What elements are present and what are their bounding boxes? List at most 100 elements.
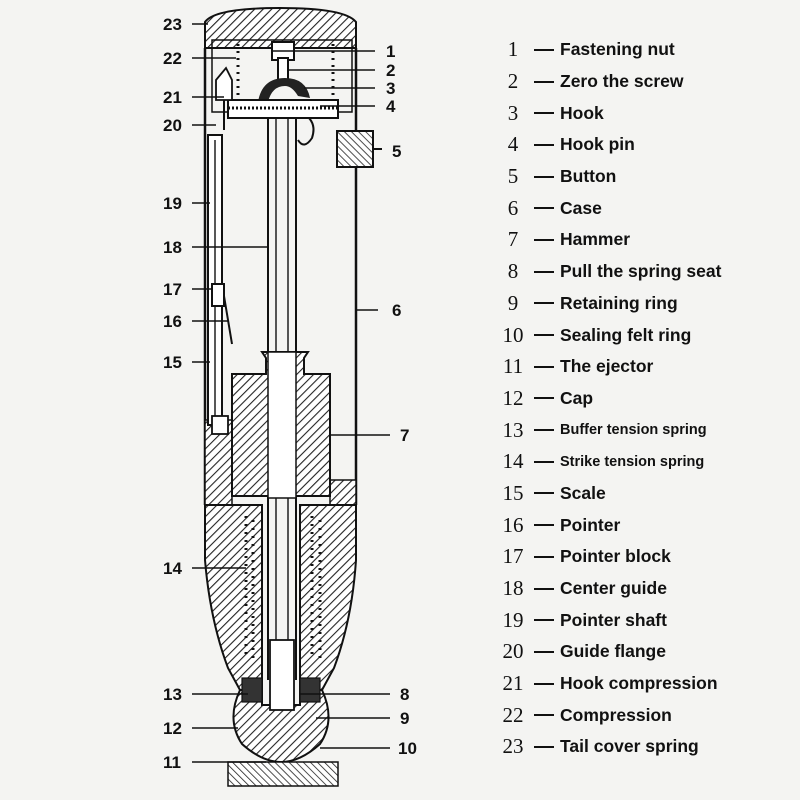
legend-dash	[534, 365, 554, 368]
callout-10: 10	[398, 739, 417, 758]
legend-label: Buffer tension spring	[560, 422, 707, 439]
legend-label: Hook pin	[560, 134, 635, 155]
callout-20: 20	[163, 116, 182, 135]
legend-dash	[534, 745, 554, 748]
callout-23: 23	[163, 15, 182, 34]
legend-label: Pointer shaft	[560, 609, 667, 630]
legend-label: Tail cover spring	[560, 736, 699, 757]
legend-number: 6	[507, 195, 519, 220]
legend-number: 23	[502, 734, 524, 759]
callout-labels: 23 22 21 20 19 18 17 16 15 14 13 12 11 1…	[163, 15, 417, 772]
legend-label: Hammer	[560, 229, 631, 250]
legend-number: 7	[507, 227, 519, 252]
legend-item: 18 Center guide	[496, 573, 796, 605]
legend-label: Pointer block	[560, 546, 671, 567]
callout-19: 19	[163, 194, 182, 213]
legend-dash	[534, 143, 554, 146]
legend-dash	[534, 48, 554, 51]
legend-item: 7 Hammer	[496, 224, 796, 256]
legend-label: Hook	[560, 102, 604, 123]
leader-lines	[192, 23, 390, 763]
callout-15: 15	[163, 353, 182, 372]
legend-item: 5 Button	[496, 161, 796, 193]
legend-item: 19 Pointer shaft	[496, 604, 796, 636]
legend-label: The ejector	[560, 356, 654, 377]
legend-label: Strike tension spring	[560, 453, 705, 470]
legend-number: 12	[502, 385, 524, 410]
legend-label: Button	[560, 166, 617, 187]
hammer	[231, 351, 331, 499]
legend-number: 9	[507, 290, 519, 315]
legend-number: 18	[502, 576, 524, 601]
callout-3: 3	[386, 79, 395, 98]
callout-11: 11	[163, 753, 181, 772]
legend-label: Guide flange	[560, 641, 666, 662]
legend-number: 10	[502, 322, 524, 347]
callout-8: 8	[400, 685, 409, 704]
legend-dash	[534, 302, 554, 305]
legend-dash	[534, 429, 554, 432]
legend-dash	[534, 238, 554, 241]
legend-dash	[534, 524, 554, 527]
legend-number: 13	[502, 417, 524, 442]
legend-dash	[534, 650, 554, 653]
legend-item: 23 Tail cover spring	[496, 731, 796, 763]
legend-dash	[534, 270, 554, 273]
strike-spring	[244, 516, 322, 660]
legend-item: 3 Hook	[496, 97, 796, 129]
legend-dash	[534, 112, 554, 115]
pointer-assembly	[207, 134, 233, 435]
legend-number: 19	[502, 607, 524, 632]
legend-number: 2	[507, 69, 519, 94]
legend-item: 14 Strike tension spring	[496, 446, 796, 478]
callout-21: 21	[163, 88, 182, 107]
legend-number: 8	[507, 259, 519, 284]
legend-label: Retaining ring	[560, 292, 678, 313]
legend-label: Compression	[560, 704, 672, 725]
callout-5: 5	[392, 142, 401, 161]
legend-dash	[534, 619, 554, 622]
callout-12: 12	[163, 719, 182, 738]
legend-number: 3	[507, 100, 519, 125]
legend-number: 15	[502, 480, 524, 505]
callout-6: 6	[392, 301, 401, 320]
legend-number: 16	[502, 512, 524, 537]
legend-number: 11	[502, 354, 524, 379]
legend-dash	[534, 555, 554, 558]
legend-dash	[534, 397, 554, 400]
legend-number: 22	[502, 702, 524, 727]
callout-22: 22	[163, 49, 182, 68]
legend-item: 9 Retaining ring	[496, 288, 796, 320]
callout-17: 17	[163, 280, 182, 299]
legend-item: 13 Buffer tension spring	[496, 414, 796, 446]
legend-label: Zero the screw	[560, 71, 684, 92]
legend-item: 6 Case	[496, 192, 796, 224]
legend-dash	[534, 492, 554, 495]
callout-4: 4	[386, 97, 396, 116]
top-mechanism	[211, 39, 382, 168]
legend-dash	[534, 460, 554, 463]
legend-item: 22 Compression	[496, 699, 796, 731]
legend-label: Fastening nut	[560, 39, 675, 60]
legend-label: Center guide	[560, 578, 667, 599]
legend-number: 14	[502, 449, 524, 474]
legend-item: 15 Scale	[496, 478, 796, 510]
callout-9: 9	[400, 709, 409, 728]
callout-1: 1	[386, 42, 395, 61]
legend-item: 2 Zero the screw	[496, 66, 796, 98]
callout-14: 14	[163, 559, 182, 578]
legend-label: Case	[560, 197, 602, 218]
tail-cover	[204, 6, 357, 49]
legend-label: Scale	[560, 482, 606, 503]
legend-number: 5	[507, 164, 519, 189]
legend-dash	[534, 175, 554, 178]
